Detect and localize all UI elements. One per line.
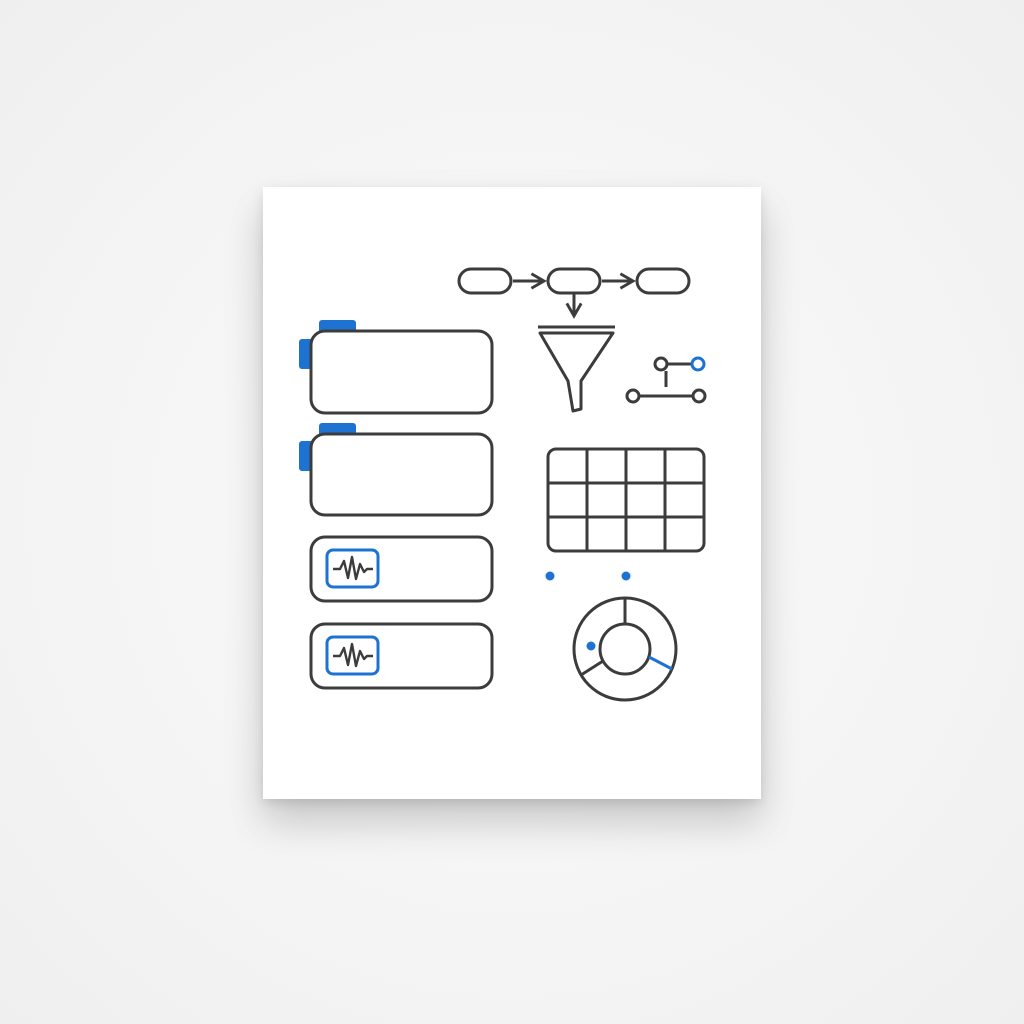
diagram-card xyxy=(263,187,761,799)
toggle-connector-icon xyxy=(625,356,707,404)
folder-card-2 xyxy=(299,423,494,517)
grid-table-icon xyxy=(546,447,706,553)
diagram-illustration xyxy=(299,267,707,702)
pipeline-node-3 xyxy=(635,267,691,295)
pipeline-node-2 xyxy=(546,267,602,295)
waveform-icon xyxy=(325,548,380,589)
donut-gauge-icon xyxy=(572,596,678,702)
folder-card-1 xyxy=(299,320,494,415)
signal-card-2 xyxy=(309,622,494,690)
accent-dot-left xyxy=(545,571,555,581)
signal-card-1 xyxy=(309,535,494,603)
workflow-pipeline-icon xyxy=(457,267,691,319)
funnel-icon xyxy=(538,325,615,413)
pipeline-node-1 xyxy=(457,267,513,295)
waveform-icon xyxy=(325,635,380,676)
accent-dot-right xyxy=(621,571,631,581)
